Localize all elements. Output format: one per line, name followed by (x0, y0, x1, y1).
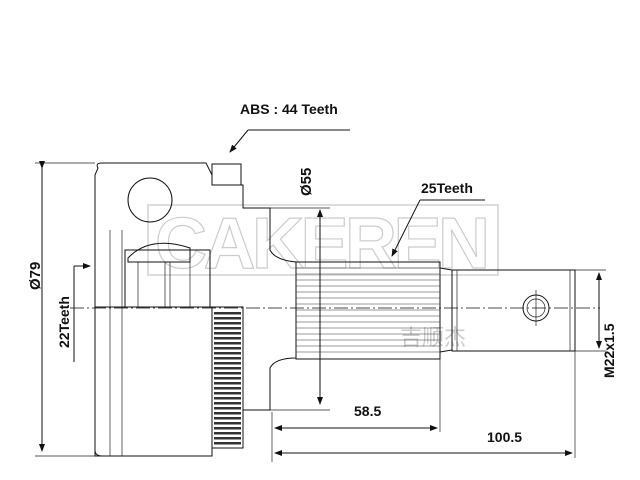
abs-tooth (214, 397, 241, 400)
abs-tooth (214, 422, 241, 425)
abs-diameter-label: Ø55 (298, 168, 315, 196)
abs-tooth (214, 427, 241, 430)
abs-tooth (214, 357, 241, 360)
thread-label: M22x1.5 (601, 323, 617, 378)
abs-tooth (214, 387, 241, 390)
dimension-length-short: 58.5 (271, 359, 441, 462)
threaded-end (451, 269, 576, 352)
abs-tooth (214, 337, 241, 340)
dimension-abs-diameter: Ø55 (270, 168, 330, 411)
dimension-inner-teeth: 22Teeth (56, 263, 91, 362)
abs-tooth (214, 327, 241, 330)
abs-tooth (214, 332, 241, 335)
abs-tooth (214, 347, 241, 350)
abs-tooth (214, 417, 241, 420)
abs-tooth (214, 317, 241, 320)
abs-teeth-label: ABS : 44 Teeth (240, 101, 338, 117)
abs-tooth (214, 322, 241, 325)
svg-text:吉顺杰: 吉顺杰 (400, 326, 466, 351)
abs-tooth (214, 367, 241, 370)
abs-tooth (214, 432, 241, 435)
dimension-outer-diameter: Ø79 (27, 161, 95, 457)
inner-teeth-label: 22Teeth (56, 296, 72, 348)
abs-tooth (214, 382, 241, 385)
joint-housing (94, 162, 297, 457)
abs-tooth (214, 437, 241, 440)
abs-tooth (214, 412, 241, 415)
abs-tooth (214, 402, 241, 405)
abs-callout: ABS : 44 Teeth (229, 101, 350, 153)
abs-ring (211, 306, 244, 449)
abs-tooth (214, 362, 241, 365)
abs-tooth (214, 342, 241, 345)
outer-diameter-label: Ø79 (27, 262, 44, 290)
spline-callout: 25Teeth (391, 180, 485, 257)
abs-tooth (214, 442, 241, 445)
length-total-label: 100.5 (487, 429, 522, 445)
ball (127, 177, 173, 223)
dimension-thread: M22x1.5 (575, 269, 617, 378)
length-short-label: 58.5 (354, 403, 381, 419)
abs-tooth (214, 372, 241, 375)
abs-tooth (214, 352, 241, 355)
abs-tooth (214, 407, 241, 410)
dimension-length-total: 100.5 (274, 351, 576, 458)
abs-tooth (214, 377, 241, 380)
abs-tooth (214, 312, 241, 315)
watermark-logo: CAKEREN 吉顺杰 (147, 203, 499, 351)
outer-teeth-label: 25Teeth (421, 180, 473, 196)
abs-tooth (214, 392, 241, 395)
